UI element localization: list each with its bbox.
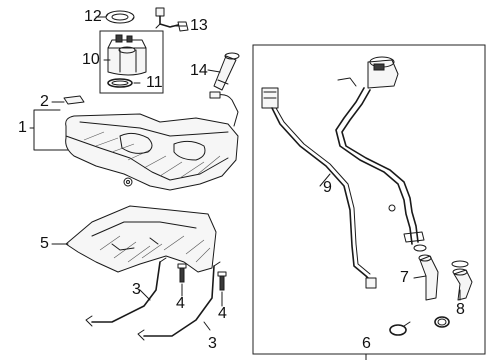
sender-harness-part-13 <box>155 7 189 32</box>
callout-9: 9 <box>323 179 332 196</box>
tank-strap-part-3-left <box>85 257 167 327</box>
bolt-part-4-left <box>177 263 187 283</box>
callout-3-right: 3 <box>208 335 217 352</box>
filler-pipe-assembly <box>335 56 427 252</box>
seal-part-11 <box>107 78 133 88</box>
clamp-right <box>434 316 450 328</box>
hose-part-8 <box>451 260 473 301</box>
callout-11: 11 <box>146 74 163 91</box>
leader-7 <box>413 275 427 279</box>
callout-4-left: 4 <box>176 295 185 312</box>
callout-5: 5 <box>40 235 49 252</box>
callout-7: 7 <box>400 269 409 286</box>
pad-part-2 <box>63 95 85 105</box>
leader-4 <box>181 283 223 307</box>
fuel-pump-module-part-10 <box>107 34 147 76</box>
callout-14: 14 <box>190 62 208 79</box>
leader-lines <box>29 16 461 360</box>
callout-6: 6 <box>362 335 371 352</box>
fuel-tank-part-1 <box>65 91 239 191</box>
callout-13: 13 <box>190 17 208 34</box>
hose-part-7 <box>418 254 439 301</box>
callout-10: 10 <box>82 51 100 68</box>
callout-4-right: 4 <box>218 305 227 322</box>
bolt-part-4-right <box>217 271 227 291</box>
callout-1: 1 <box>18 119 27 136</box>
lock-ring-part-12 <box>105 10 135 24</box>
tank-strap-part-3-right <box>137 261 221 341</box>
leader-1 <box>29 109 69 151</box>
clamp-left <box>389 321 411 336</box>
filler-pipe-group-box <box>252 44 486 355</box>
vapor-line-part-9 <box>261 87 377 289</box>
callout-3-left: 3 <box>132 281 141 298</box>
leader-14 <box>207 69 221 73</box>
vent-pipe-part-14 <box>213 52 240 91</box>
callout-12: 12 <box>84 8 102 25</box>
heat-shield-part-5 <box>65 205 217 273</box>
leader-3 <box>139 289 211 331</box>
callout-2: 2 <box>40 93 49 110</box>
callout-8: 8 <box>456 301 465 318</box>
leader-9 <box>319 173 331 187</box>
pump-module-group-box <box>99 30 164 94</box>
